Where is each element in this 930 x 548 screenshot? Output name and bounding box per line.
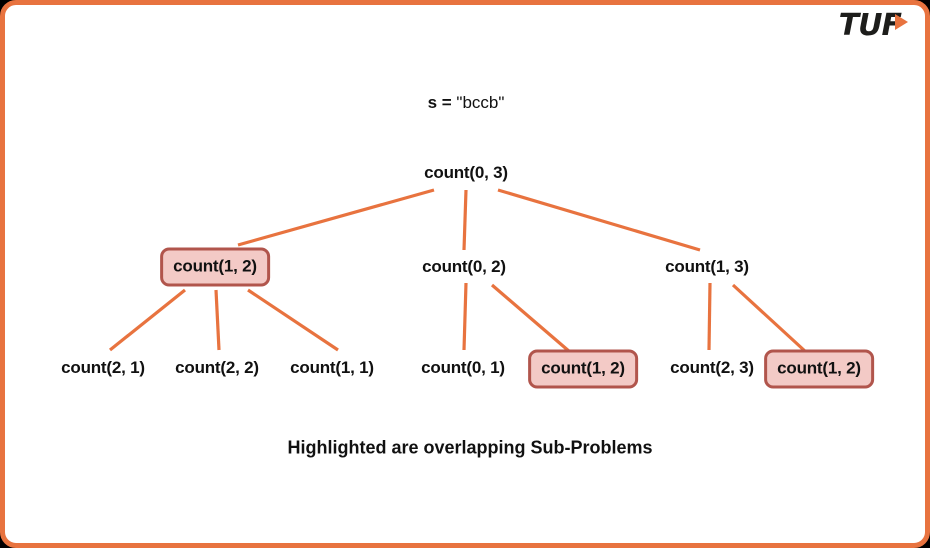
tree-edge xyxy=(490,283,572,354)
input-string-title: s = "bccb" xyxy=(428,93,505,113)
tree-edge xyxy=(214,289,221,351)
tree-node-highlighted: count(1, 2) xyxy=(160,247,270,287)
tuf-logo: TUF xyxy=(839,10,908,42)
input-string-value: "bccb" xyxy=(456,93,505,112)
tree-node: count(2, 3) xyxy=(670,358,754,377)
tree-node-highlighted: count(1, 2) xyxy=(528,349,638,389)
tree-edge xyxy=(109,288,186,352)
diagram-caption: Highlighted are overlapping Sub-Problems xyxy=(287,437,653,458)
tree-node: count(0, 3) xyxy=(424,163,508,182)
logo-wordmark: TUF xyxy=(838,8,902,43)
tree-edge xyxy=(237,188,435,247)
tree-edge xyxy=(462,189,468,251)
tree-node: count(2, 1) xyxy=(61,358,145,377)
tree-edge xyxy=(497,188,701,252)
chevron-right-icon xyxy=(895,13,908,30)
tree-node: count(0, 2) xyxy=(422,257,506,276)
tree-node-highlighted: count(1, 2) xyxy=(764,349,874,389)
tree-edge xyxy=(731,283,808,354)
tree-node: count(1, 3) xyxy=(665,257,749,276)
input-string-label: s = xyxy=(427,93,452,112)
tree-node: count(0, 1) xyxy=(421,358,505,377)
tree-edge xyxy=(707,282,712,351)
tree-node: count(2, 2) xyxy=(175,358,259,377)
tree-node: count(1, 1) xyxy=(290,358,374,377)
tree-edge xyxy=(462,282,468,351)
tree-edge xyxy=(247,288,339,352)
